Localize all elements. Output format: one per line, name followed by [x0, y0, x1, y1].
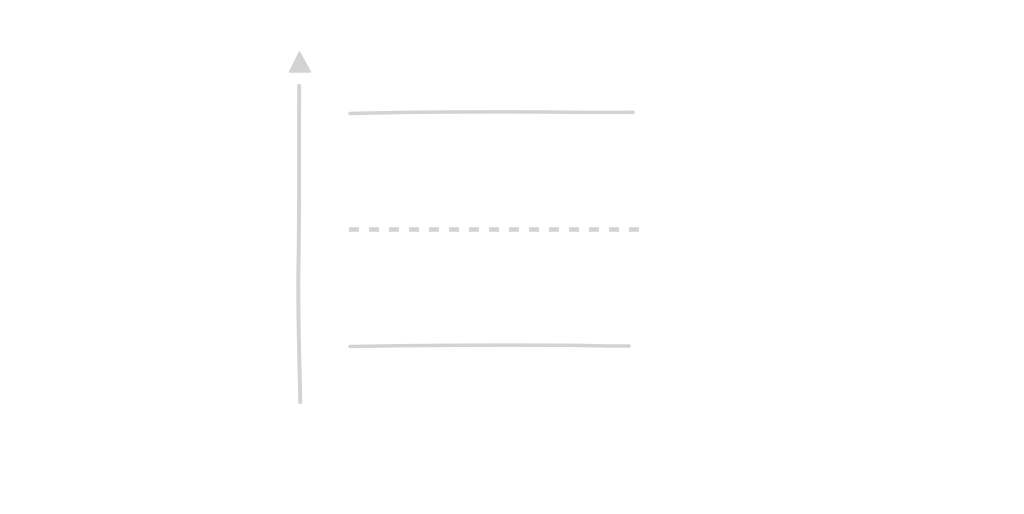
vertical-axis-arrow — [288, 51, 312, 404]
lower-solid-line — [348, 343, 631, 349]
upper-solid-line — [348, 110, 635, 116]
arrow-shaft — [296, 84, 303, 404]
arrow-head-icon — [288, 51, 312, 73]
